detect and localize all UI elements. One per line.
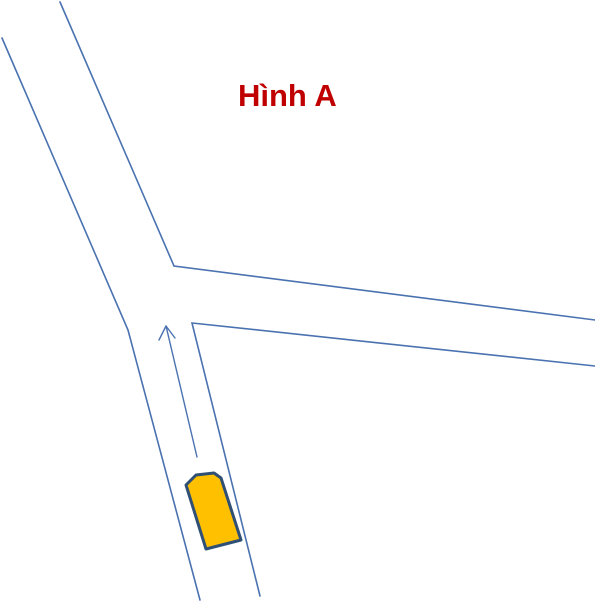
road-lower-right-edge (190, 322, 595, 597)
direction-arrow (158, 325, 198, 458)
vehicle (184, 471, 243, 551)
road-upper-right-edge (59, 1, 595, 321)
road-left-edge (1, 37, 201, 601)
figure-title: Hình A (238, 78, 337, 113)
